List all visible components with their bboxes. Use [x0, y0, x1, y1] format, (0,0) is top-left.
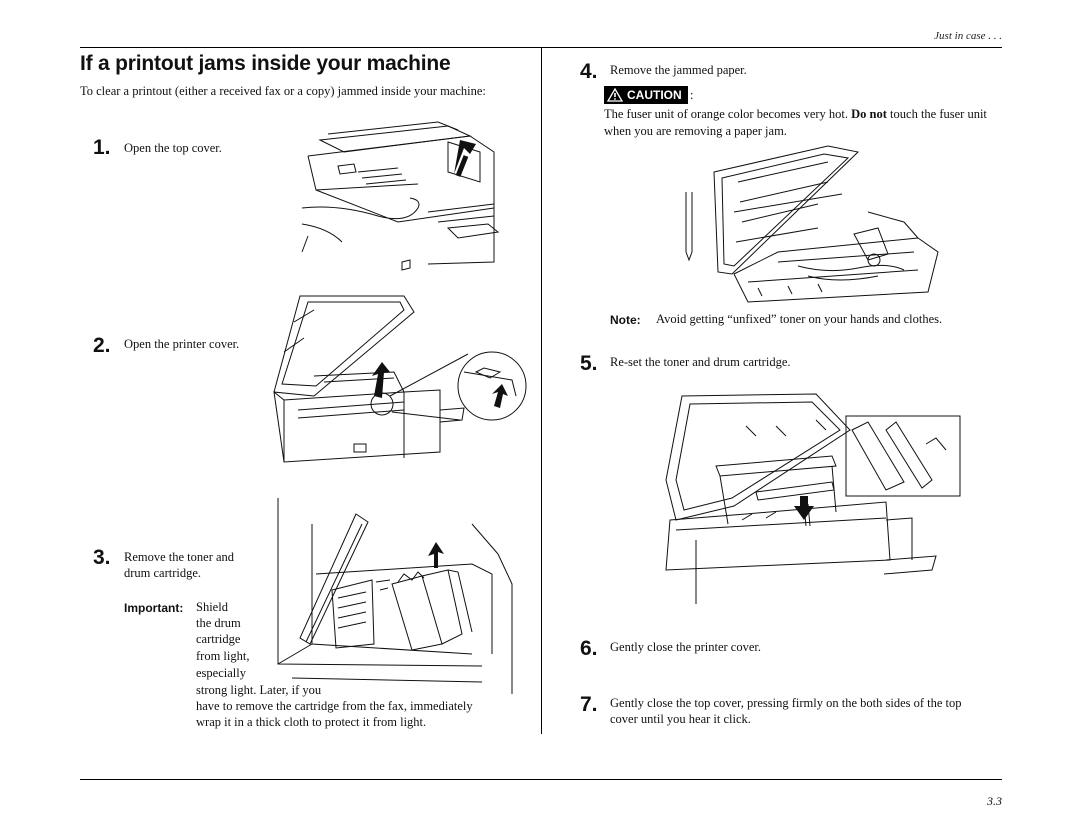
step-4-text: Remove the jammed paper. — [610, 63, 747, 77]
step-5-text: Re-set the toner and drum cartridge. — [610, 355, 791, 369]
step-7-text-line-1: Gently close the top cover, pressing fir… — [610, 696, 962, 710]
caution-badge: CAUTION — [604, 86, 688, 104]
important-line-8: wrap it in a thick cloth to protect it f… — [196, 715, 427, 729]
column-divider — [541, 47, 542, 734]
page-number: 3.3 — [987, 794, 1002, 808]
footer-rule — [80, 779, 1002, 780]
step-6-number: 6. — [580, 637, 598, 660]
caution-text-line-2: when you are removing a paper jam. — [604, 124, 787, 138]
caution-text-pre: The fuser unit of orange color becomes v… — [604, 107, 852, 121]
note-text: Avoid getting “unfixed” toner on your ha… — [656, 312, 943, 326]
step-3-text-line-1: Remove the toner and — [124, 550, 235, 564]
intro-text: To clear a printout (either a received f… — [80, 84, 486, 98]
important-line-3: cartridge — [196, 632, 241, 646]
important-line-2: the drum — [196, 616, 241, 630]
warning-icon — [607, 88, 623, 102]
page-title: If a printout jams inside your machine — [80, 52, 451, 75]
step-4-number: 4. — [580, 60, 598, 83]
running-header: Just in case . . . — [934, 30, 1002, 42]
important-line-6: strong light. Later, if you — [196, 683, 322, 697]
important-line-1: Shield — [196, 600, 228, 614]
caution-text-line-1: The fuser unit of orange color becomes v… — [604, 106, 987, 123]
remove-jammed-paper-illustration — [678, 142, 940, 304]
remove-drum-cartridge-illustration — [272, 494, 518, 694]
important-label: Important: — [124, 601, 184, 615]
caution-text-post: touch the fuser unit — [886, 107, 987, 121]
important-line-5: especially — [196, 666, 246, 680]
important-line-7: have to remove the cartridge from the fa… — [196, 699, 473, 713]
reset-drum-cartridge-illustration — [636, 390, 960, 604]
step-2-number: 2. — [93, 334, 111, 357]
open-printer-cover-illustration — [254, 292, 524, 468]
step-7-number: 7. — [580, 693, 598, 716]
step-2-text: Open the printer cover. — [124, 337, 240, 351]
step-6-text: Gently close the printer cover. — [610, 640, 761, 654]
important-line-4: from light, — [196, 649, 250, 663]
step-7-text-line-2: cover until you hear it click. — [610, 712, 751, 726]
note-label: Note: — [610, 313, 641, 327]
step-3-text-line-2: drum cartridge. — [124, 566, 202, 580]
caution-text-bold: Do not — [851, 107, 887, 121]
open-top-cover-illustration — [298, 112, 504, 272]
step-1-number: 1. — [93, 136, 111, 159]
step-5-number: 5. — [580, 352, 598, 375]
caution-colon: : — [690, 88, 694, 102]
caution-label: CAUTION — [627, 88, 682, 102]
step-1-text: Open the top cover. — [124, 141, 222, 155]
step-3-number: 3. — [93, 546, 111, 569]
